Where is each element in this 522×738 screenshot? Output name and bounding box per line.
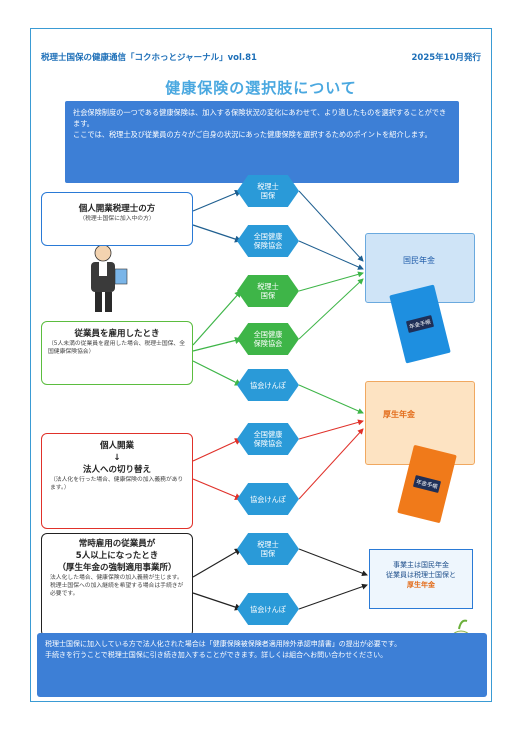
case-note: （税理士国保に加入中の方）: [79, 216, 155, 222]
case-note: （5人未満の従業員を雇用した場合、税理士国保、全国健康保険協会）: [48, 341, 186, 355]
final-result-box: 事業主は国民年金 従業員は税理士国保と 厚生年金: [369, 549, 473, 609]
book-label: 年金手帳: [405, 315, 435, 333]
option-zenkoku-2: 全国健康保険協会: [237, 323, 299, 355]
footer-line-1: 税理士国保に加入している方で法人化された場合は「健康保険被保険者適用除外承認申請…: [45, 640, 402, 648]
case-title: 個人開業税理士の方: [78, 204, 156, 214]
book-label: 年金手帳: [412, 475, 442, 493]
footer-note: 税理士国保に加入している方で法人化された場合は「健康保険被保険者適用除外承認申請…: [37, 633, 487, 697]
national-pension-label: 国民年金: [403, 256, 435, 265]
final-line-3: 厚生年金: [407, 581, 435, 589]
final-line-1: 事業主は国民年金: [393, 561, 449, 569]
option-kyokai-3: 協会けんぽ: [237, 593, 299, 625]
case-incorporation: 個人開業 ↓ 法人への切り替え （法人化を行った場合、健康保険の加入義務がありま…: [41, 433, 193, 529]
intro-line-1: 社会保険制度の一つである健康保険は、加入する保険状況の変化にあわせて、より適した…: [73, 108, 447, 128]
welfare-pension-label: 厚生年金: [383, 410, 415, 419]
option-kokuho-2: 税理士国保: [237, 275, 299, 307]
case-title: 個人開業: [99, 441, 134, 451]
case-note: 法人化した場合、健康保険の加入義務が生じます。税理士国保への加入継続を希望する場…: [50, 575, 184, 597]
newsletter-name: 税理士国保の健康通信「コクホっとジャーナル」vol.81: [41, 53, 257, 63]
case-title: 従業員を雇用したとき: [74, 329, 160, 339]
case-sole-proprietor: 個人開業税理士の方 （税理士国保に加入中の方）: [41, 192, 193, 246]
case-note: （法人化を行った場合、健康保険の加入義務があります。）: [50, 477, 184, 491]
option-kokuho-1: 税理士国保: [237, 175, 299, 207]
option-kyokai-1: 協会けんぽ: [237, 369, 299, 401]
intro-line-2: ここでは、税理士及び従業員の方々がご自身の状況にあった健康保険を選択するためのポ…: [73, 130, 432, 139]
case-arrow: ↓: [113, 453, 121, 463]
case-title: 常時雇用の従業員が: [78, 539, 156, 549]
newsletter-page: 税理士国保の健康通信「コクホっとジャーナル」vol.81 2025年10月発行 …: [30, 28, 492, 702]
footer-line-2: 手続きを行うことで税理士国保に引き続き加入することができます。詳しくは組合へお問…: [45, 650, 388, 659]
case-five-employees: 常時雇用の従業員が 5人以上になったとき （厚生年金の強制適用事業所） 法人化し…: [41, 533, 193, 637]
case-hire-employee: 従業員を雇用したとき （5人未満の従業員を雇用した場合、税理士国保、全国健康保険…: [41, 321, 193, 385]
case-title-2: 5人以上になったとき: [75, 551, 159, 561]
page-title: 健康保険の選択肢について: [165, 79, 357, 97]
option-zenkoku-3: 全国健康保険協会: [237, 423, 299, 455]
case-title-2: 法人への切り替え: [82, 465, 151, 475]
option-kyokai-2: 協会けんぽ: [237, 483, 299, 515]
option-kokuho-3: 税理士国保: [237, 533, 299, 565]
case-title-3: （厚生年金の強制適用事業所）: [57, 563, 177, 573]
final-line-2: 従業員は税理士国保と: [386, 571, 456, 579]
intro-box: 社会保険制度の一つである健康保険は、加入する保険状況の変化にあわせて、より適した…: [65, 101, 459, 183]
option-zenkoku-1: 全国健康保険協会: [237, 225, 299, 257]
person-illustration: [91, 244, 128, 312]
issue-date: 2025年10月発行: [411, 53, 482, 63]
